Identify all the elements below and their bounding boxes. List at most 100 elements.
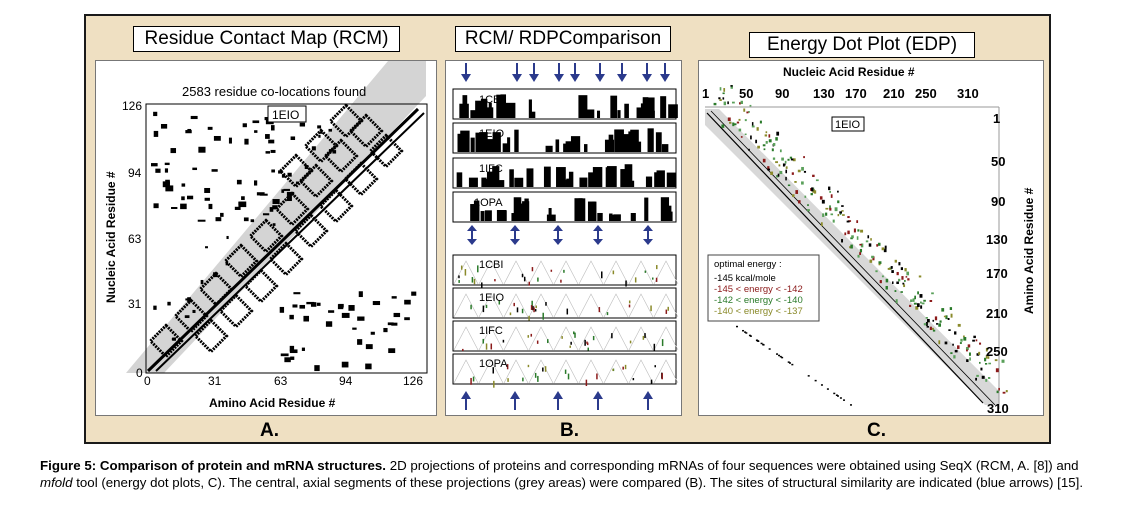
rcm-strip-mark <box>519 203 527 221</box>
caption-tool-name: mfold <box>40 474 73 490</box>
rcm-strip-mark <box>628 131 636 152</box>
energy-dot <box>762 343 765 346</box>
energy-dot <box>750 135 752 140</box>
edp-strip-frame <box>452 353 677 385</box>
edp-strip-line <box>528 326 554 351</box>
edp-strip-dot <box>612 270 615 275</box>
edp-strip-dot <box>513 302 515 307</box>
edp-strip-frame <box>452 320 677 352</box>
energy-dot <box>923 299 926 302</box>
contact-dot <box>243 217 249 222</box>
energy-dot <box>885 285 888 290</box>
energy-dot <box>865 240 869 243</box>
energy-dot <box>801 166 804 171</box>
x-axis-label: Nucleic Acid Residue # <box>783 65 915 79</box>
edp-strip-line <box>603 359 629 384</box>
contact-dot <box>208 203 213 210</box>
energy-dot <box>820 384 823 386</box>
edp-legend-title: optimal energy : <box>714 259 782 270</box>
edp-strip-dot <box>527 335 530 338</box>
rcm-strip-mark <box>483 179 489 187</box>
energy-dot <box>841 210 844 212</box>
contact-dot <box>253 180 258 186</box>
energy-dot <box>739 102 741 105</box>
energy-dot <box>891 270 894 273</box>
energy-dot <box>821 199 825 204</box>
energy-dot <box>751 125 755 128</box>
energy-dot <box>944 341 948 345</box>
edp-strip-dot <box>570 341 572 345</box>
energy-dot <box>765 141 768 144</box>
contact-dot <box>284 357 291 363</box>
contact-dot <box>204 197 210 201</box>
energy-dot <box>847 216 850 219</box>
y-tick: 130 <box>986 232 1008 247</box>
energy-dot <box>850 237 853 240</box>
energy-dot <box>804 195 807 198</box>
energy-dot <box>985 379 988 382</box>
energy-dot <box>987 377 991 379</box>
edp-strip-dot <box>545 302 547 306</box>
rcm-strip-mark <box>608 134 614 152</box>
edp-strip-frame <box>452 287 677 319</box>
edp-strip-line <box>578 359 604 384</box>
energy-dot <box>918 275 922 278</box>
energy-dot <box>905 276 908 278</box>
energy-dot <box>954 331 957 335</box>
rcm-strip-mark <box>486 171 497 187</box>
energy-dot <box>719 87 722 91</box>
energy-dot <box>932 319 935 322</box>
energy-dot <box>900 267 904 271</box>
energy-dot <box>772 143 776 146</box>
rcm-strip-mark <box>492 132 501 152</box>
energy-dot <box>829 190 832 193</box>
energy-dot <box>770 171 774 175</box>
y-tick: 50 <box>991 154 1005 169</box>
rcm-strip-mark <box>480 211 485 221</box>
edp-strip-line <box>553 326 579 351</box>
contact-dot <box>184 315 190 319</box>
contact-dot <box>153 111 158 117</box>
contact-map-legend-box <box>267 105 307 123</box>
energy-dot <box>931 292 934 295</box>
arrow-head <box>553 239 563 245</box>
energy-dot <box>996 390 999 394</box>
edp-strip-dot <box>522 377 524 382</box>
edp-strip-dot <box>561 336 563 339</box>
energy-dot <box>787 184 791 187</box>
contact-dot <box>160 123 168 129</box>
edp-strip-dot <box>564 369 567 374</box>
rcm-strip-mark <box>457 133 463 152</box>
energy-dot <box>923 323 927 326</box>
energy-dot <box>757 145 760 149</box>
energy-dot <box>767 168 771 171</box>
energy-dot <box>920 305 923 309</box>
contact-dot <box>328 310 335 313</box>
energy-dot <box>903 284 906 288</box>
energy-dot <box>904 268 907 272</box>
contact-dot <box>314 365 320 372</box>
energy-dot <box>792 194 795 198</box>
contact-dot <box>192 167 198 171</box>
energy-dot <box>730 85 733 87</box>
energy-dot <box>894 290 897 292</box>
rcm-strip-mark <box>605 167 613 187</box>
energy-dot <box>869 259 873 263</box>
energy-dot <box>950 313 953 318</box>
energy-dot <box>895 299 898 304</box>
contact-dot <box>393 312 401 318</box>
energy-dot <box>803 170 807 173</box>
edp-diagonal <box>706 112 984 404</box>
edp-strip-line <box>628 326 654 351</box>
arrow-head <box>467 225 477 231</box>
contact-map-grey-band <box>126 61 426 373</box>
rcm-strip-mark <box>530 111 536 118</box>
x-tick: 1 <box>702 86 709 101</box>
edp-legend-box <box>707 254 820 322</box>
energy-dot <box>776 131 780 136</box>
edp-strip-dot <box>573 331 575 335</box>
edp-strip-dot <box>531 267 534 272</box>
edp-strip-dot <box>665 309 668 314</box>
x-tick: 310 <box>957 86 979 101</box>
contact-dot <box>264 117 270 121</box>
